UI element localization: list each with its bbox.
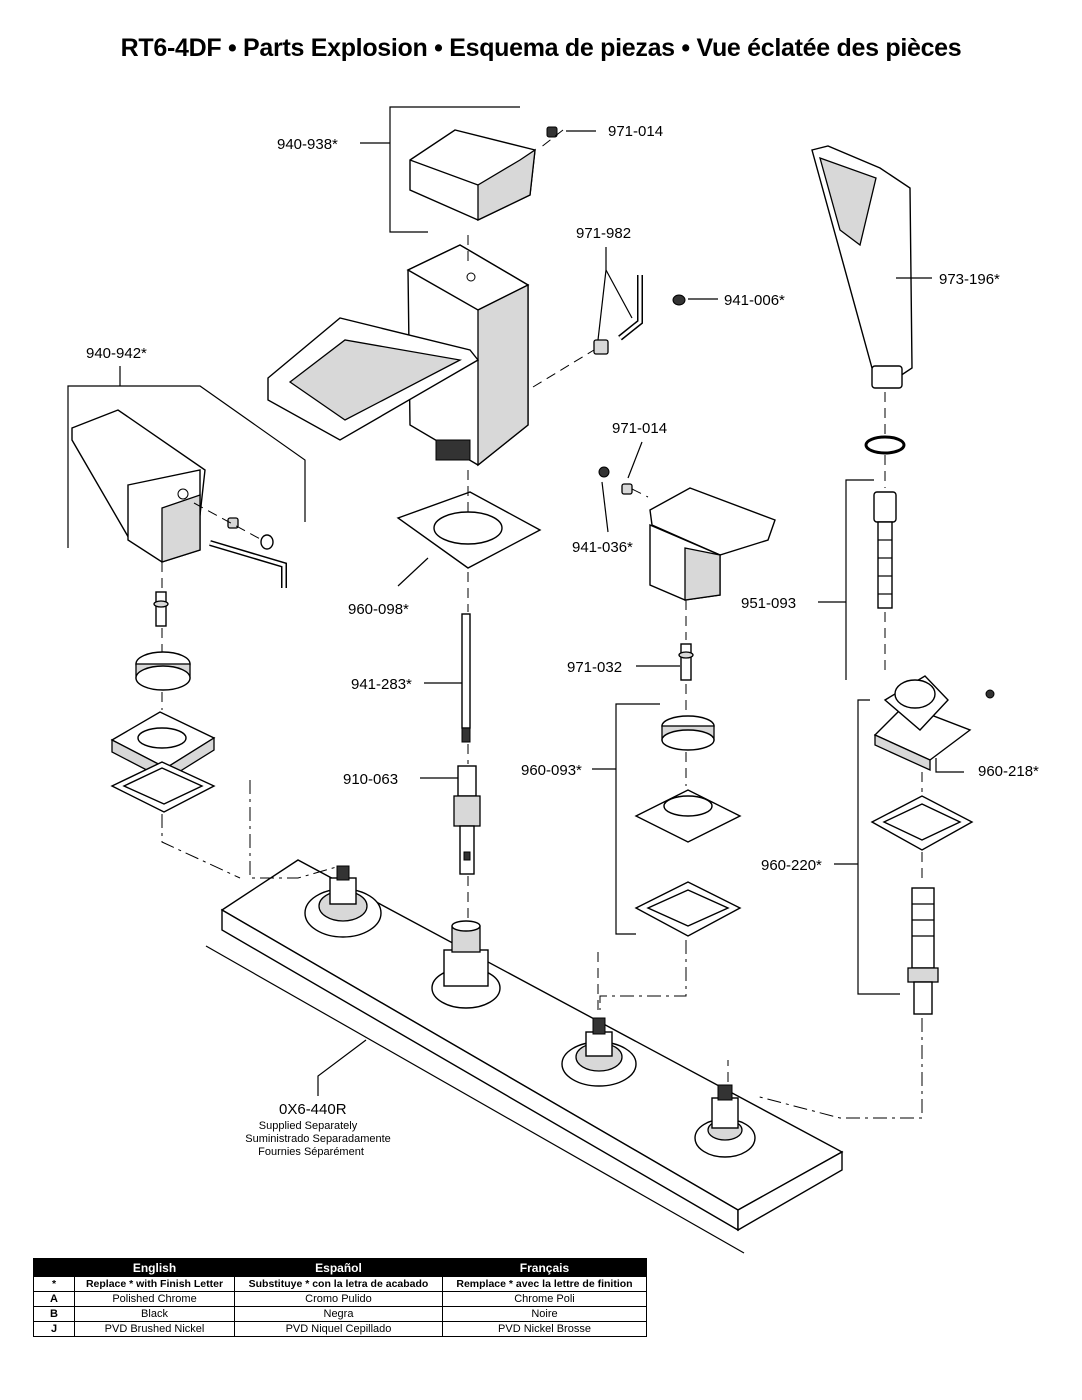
header-english: English [74, 1258, 235, 1277]
right-escutcheon [634, 789, 742, 843]
callout-971-032: 971-032 [567, 659, 622, 676]
finish-table-header: English Español Français [33, 1258, 648, 1277]
spout-shank [453, 765, 481, 875]
finish-table: English Español Français * Replace * wit… [33, 1258, 648, 1337]
callout-910-063: 910-063 [343, 771, 398, 788]
callout-941-283: 941-283* [351, 676, 412, 693]
callout-940-942: 940-942* [86, 345, 147, 362]
cap-screw-top [672, 294, 686, 306]
deck-valve-2 [431, 920, 501, 1009]
finish-en: Polished Chrome [74, 1291, 235, 1307]
grub-screw-top [593, 339, 609, 355]
assembly-axes [161, 129, 923, 1119]
spout-cap [409, 129, 536, 222]
callout-941-006: 941-006* [724, 292, 785, 309]
callout-940-938: 940-938* [277, 136, 338, 153]
deck-diverter [694, 1084, 756, 1158]
finish-code: J [33, 1321, 75, 1337]
right-handle-screws [598, 466, 633, 495]
deck-valve-3 [561, 1017, 637, 1087]
callout-960-220: 960-220* [761, 857, 822, 874]
supplied-note-es: Suministrado Separadamente [245, 1133, 391, 1145]
right-stem-adapter [678, 643, 694, 681]
table-row: J PVD Brushed Nickel PVD Niquel Cepillad… [33, 1321, 648, 1337]
o-ring [864, 435, 906, 455]
left-stem-adapter [153, 591, 169, 627]
note-code: * [33, 1276, 75, 1292]
hand-shower-holder [873, 675, 995, 772]
deck-valve-1 [304, 865, 382, 938]
left-nut [135, 651, 191, 691]
finish-code: B [33, 1306, 75, 1322]
hose-connector [907, 887, 939, 1015]
callout-971-014-mid: 971-014 [612, 420, 667, 437]
supplied-note-en: Supplied Separately [259, 1120, 358, 1132]
hose-fitting [873, 491, 897, 609]
table-row-note: * Replace * with Finish Letter Substituy… [33, 1276, 648, 1292]
right-gasket [634, 881, 742, 937]
left-handle [71, 409, 206, 563]
finish-es: PVD Niquel Cepillado [234, 1321, 443, 1337]
leader-lines [67, 106, 964, 1096]
finish-en: Black [74, 1306, 235, 1322]
header-espanol: Español [234, 1258, 443, 1277]
callout-0x6-440r: 0X6-440R [279, 1101, 347, 1118]
left-gasket [110, 761, 216, 813]
note-en: Replace * with Finish Letter [74, 1276, 235, 1292]
spout-body [267, 244, 530, 467]
finish-fr: PVD Nickel Brosse [441, 1321, 648, 1337]
spout-rod [461, 613, 471, 743]
callout-941-036: 941-036* [572, 539, 633, 556]
finish-fr: Noire [441, 1306, 648, 1322]
callout-973-196: 973-196* [939, 271, 1000, 288]
allen-wrench [618, 275, 643, 341]
note-es: Substituye * con la letra de acabado [234, 1276, 443, 1292]
holder-gasket [870, 795, 974, 851]
header-francais: Français [441, 1258, 648, 1277]
callout-960-093: 960-093* [521, 762, 582, 779]
hand-shower [811, 145, 913, 389]
finish-es: Cromo Pulido [234, 1291, 443, 1307]
supplied-note-fr: Fournies Séparément [258, 1146, 364, 1158]
finish-code: A [33, 1291, 75, 1307]
finish-es: Negra [234, 1306, 443, 1322]
right-handle [649, 487, 776, 601]
callout-960-218: 960-218* [978, 763, 1039, 780]
note-fr: Remplace * avec la lettre de finition [441, 1276, 648, 1292]
page-title: RT6-4DF • Parts Explosion • Esquema de p… [120, 34, 962, 62]
callout-971-014-top: 971-014 [608, 123, 663, 140]
left-handle-hardware [209, 517, 287, 588]
spout-screw [546, 126, 558, 138]
table-row: A Polished Chrome Cromo Pulido Chrome Po… [33, 1291, 648, 1307]
callout-960-098: 960-098* [348, 601, 409, 618]
spout-base-plate [396, 491, 542, 569]
right-nut [661, 715, 715, 751]
finish-fr: Chrome Poli [441, 1291, 648, 1307]
finish-en: PVD Brushed Nickel [74, 1321, 235, 1337]
callout-971-982: 971-982 [576, 225, 631, 242]
header-code [33, 1258, 75, 1277]
deck-plate [205, 859, 844, 1254]
callout-951-093: 951-093 [741, 595, 796, 612]
table-row: B Black Negra Noire [33, 1306, 648, 1322]
